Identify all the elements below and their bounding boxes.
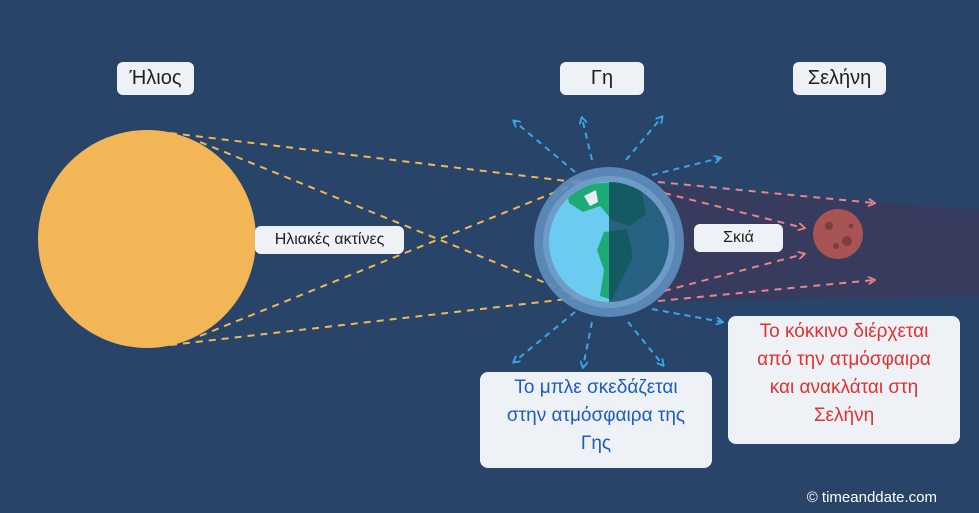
red-light-rays xyxy=(657,181,874,302)
shadow-label: Σκιά xyxy=(694,224,783,252)
earth-label: Γη xyxy=(560,62,644,95)
red-note-line: Το κόκκινο διέρχεται xyxy=(759,321,929,342)
earth-shadow xyxy=(609,182,979,302)
earth xyxy=(534,167,684,317)
sun-rays xyxy=(169,132,586,346)
blue-note-line: στην ατμόσφαιρα της xyxy=(506,405,686,426)
red-note-line: από την ατμόσφαιρα xyxy=(757,349,931,370)
red-refract-note: Το κόκκινο διέρχεται από την ατμόσφαιρα … xyxy=(728,316,960,444)
blue-note-line: Το μπλε σκεδάζεται xyxy=(514,377,678,398)
blue-scatter-rays xyxy=(514,117,722,367)
sun-label: Ήλιος xyxy=(117,62,194,95)
red-note-line: Σελήνη xyxy=(813,405,875,426)
sun-rays-label: Ηλιακές ακτίνες xyxy=(255,226,404,254)
blue-scatter-note: Το μπλε σκεδάζεται στην ατμόσφαιρα της Γ… xyxy=(480,372,712,468)
sun xyxy=(38,130,256,348)
copyright-text: © timeanddate.com xyxy=(806,489,937,506)
moon xyxy=(813,209,863,259)
blue-note-line: Γης xyxy=(580,433,612,454)
moon-label: Σελήνη xyxy=(793,62,886,95)
red-note-line: και ανακλάται στη xyxy=(769,377,919,398)
